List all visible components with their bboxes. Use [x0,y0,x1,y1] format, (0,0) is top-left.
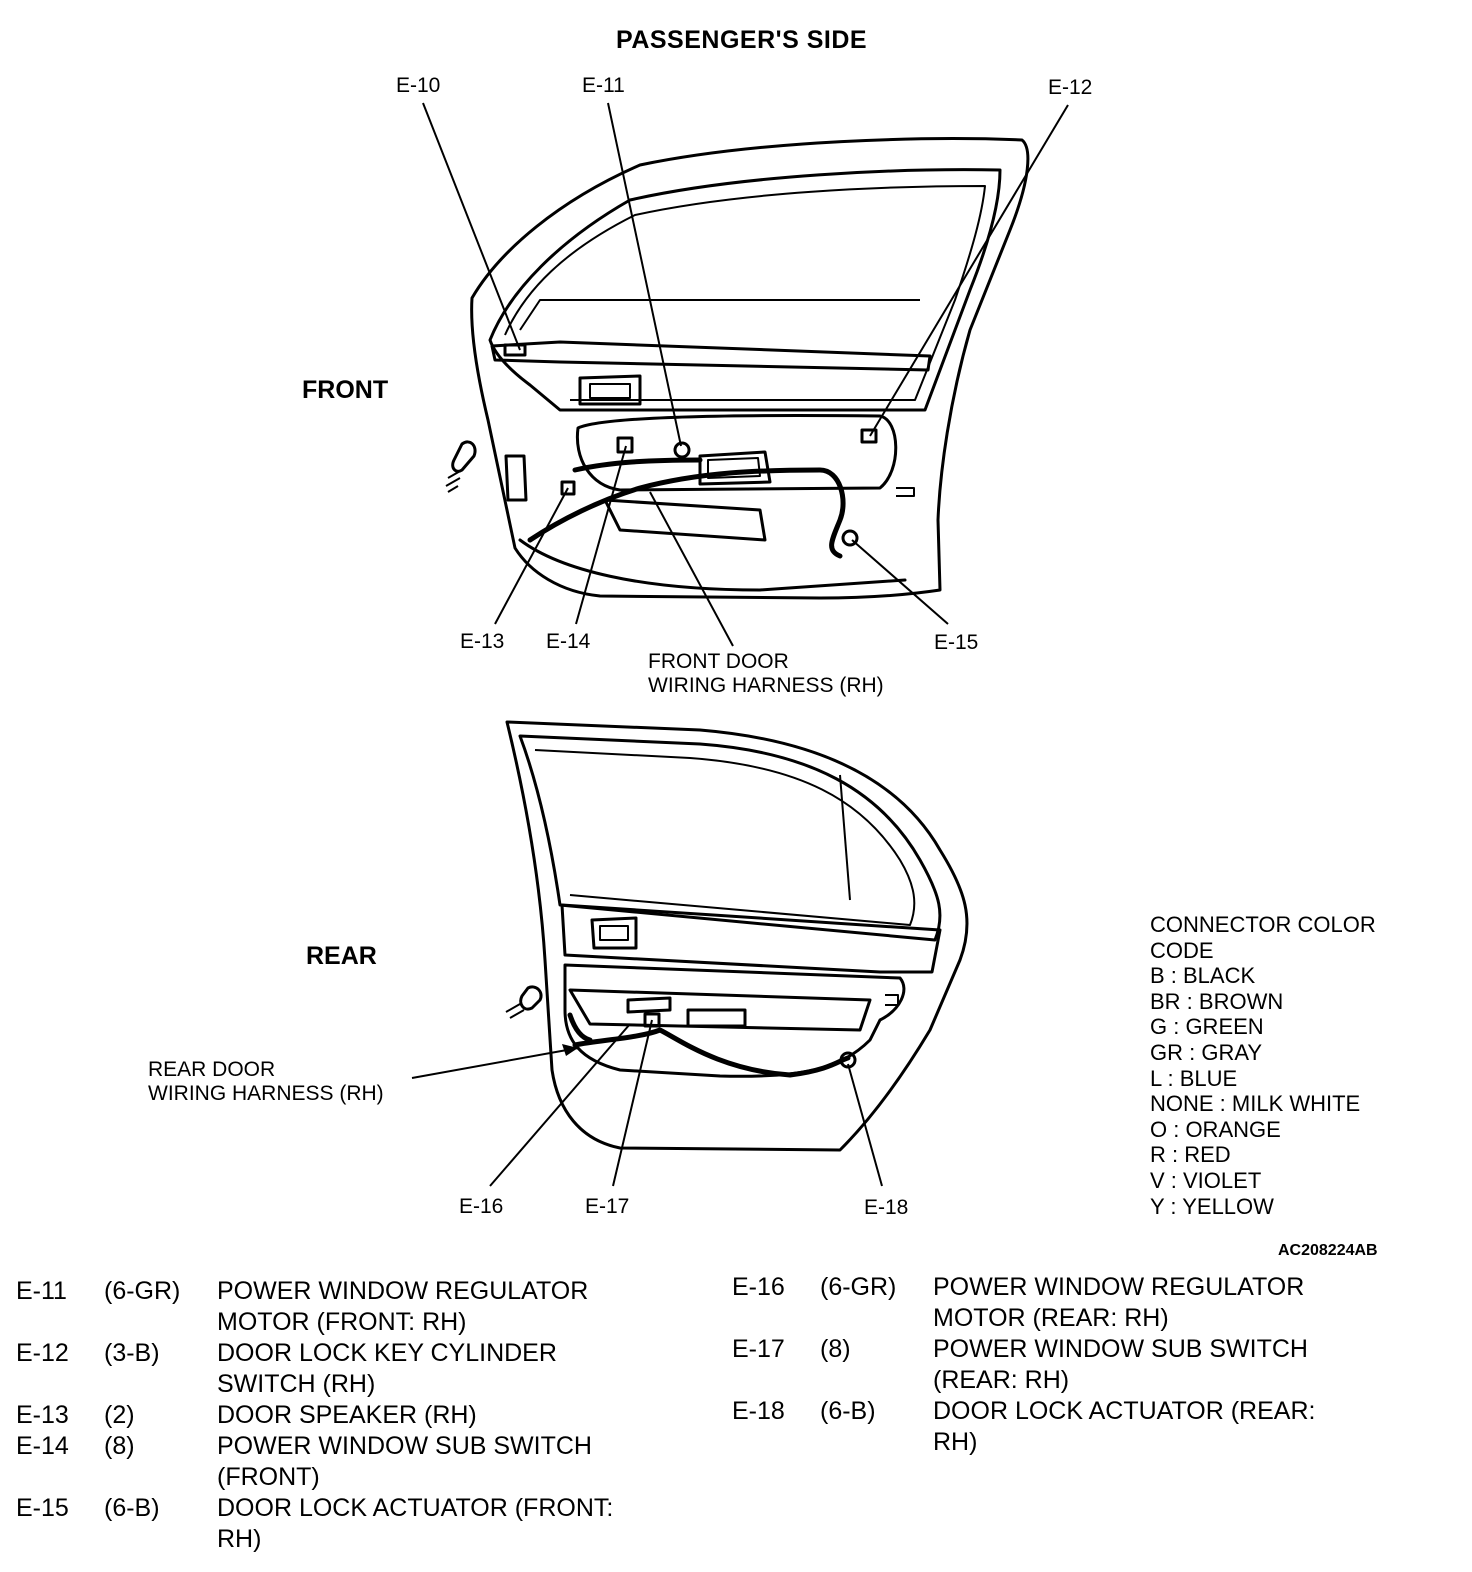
callout-e17: E-17 [585,1195,630,1218]
legend-entry: L : BLUE [1150,1065,1238,1091]
legend-entry: B : BLACK [1150,963,1256,989]
legend-entry: V : VIOLET [1150,1167,1262,1193]
connector-desc: POWER WINDOW REGULATOR MOTOR (REAR: RH) [933,1273,1305,1332]
connector-spec: (6-GR) [820,1273,897,1301]
legend-entry: BR : BROWN [1150,988,1284,1014]
callout-e16: E-16 [459,1195,504,1218]
front-harness-line-2: WIRING HARNESS (RH) [648,674,884,697]
connector-desc: POWER WINDOW SUB SWITCH (REAR: RH) [933,1335,1308,1394]
legend-heading-2: CODE [1150,937,1214,963]
legend-entry: Y : YELLOW [1150,1193,1274,1219]
page-title: PASSENGER'S SIDE [616,26,868,54]
connector-spec: (8) [820,1335,851,1363]
connector-spec: (6-GR) [104,1277,181,1305]
connector-row: E-14 (8) POWER WINDOW SUB SWITCH (FRONT) [16,1431,637,1493]
legend-entry: R : RED [1150,1142,1231,1168]
rear-label: REAR [306,942,377,970]
connector-desc: POWER WINDOW REGULATOR MOTOR (FRONT: RH) [217,1277,589,1336]
connector-spec: (8) [104,1432,135,1460]
connector-row: E-12 (3-B) DOOR LOCK KEY CYLINDER SWITCH… [16,1338,617,1400]
rear-door-drawing [411,720,969,1187]
connector-row: E-13 (2) DOOR SPEAKER (RH) [16,1400,647,1431]
front-harness-line-1: FRONT DOOR [648,650,789,673]
color-code-legend: CONNECTOR COLOR CODE B : BLACK BR : BROW… [1150,912,1376,1219]
legend-entry: O : ORANGE [1150,1116,1281,1142]
rear-harness-line-2: WIRING HARNESS (RH) [148,1082,384,1105]
connector-id: E-16 [732,1273,785,1301]
callout-e10: E-10 [396,74,441,97]
callout-e13: E-13 [460,630,505,653]
connector-desc: DOOR LOCK ACTUATOR (REAR: RH) [933,1397,1316,1456]
connector-id: E-12 [16,1339,69,1367]
callout-e15: E-15 [934,631,979,654]
figure-code: AC208224AB [1278,1242,1378,1259]
connector-row: E-16 (6-GR) POWER WINDOW REGULATOR MOTOR… [732,1272,1343,1334]
connector-id: E-17 [732,1335,785,1363]
front-door-drawing [422,102,1069,647]
connector-id: E-18 [732,1397,785,1425]
connector-desc: DOOR LOCK KEY CYLINDER SWITCH (RH) [217,1339,557,1398]
connector-desc: POWER WINDOW SUB SWITCH (FRONT) [217,1432,592,1491]
connector-id: E-15 [16,1494,69,1522]
legend-heading-1: CONNECTOR COLOR [1150,912,1376,937]
front-harness-label: FRONT DOOR WIRING HARNESS (RH) [648,650,884,698]
legend-entry: NONE : MILK WHITE [1150,1091,1361,1117]
connector-desc: DOOR LOCK ACTUATOR (FRONT: RH) [217,1494,614,1553]
callout-e12: E-12 [1048,76,1093,99]
rear-harness-line-1: REAR DOOR [148,1058,276,1081]
legend-entry: GR : GRAY [1150,1039,1263,1065]
connector-id: E-11 [16,1277,67,1305]
connector-row: E-18 (6-B) DOOR LOCK ACTUATOR (REAR: RH) [732,1396,1353,1458]
connector-id: E-14 [16,1432,69,1460]
callout-e11: E-11 [582,74,625,97]
connector-spec: (3-B) [104,1339,160,1367]
callout-e14: E-14 [546,630,591,653]
callout-e18: E-18 [864,1196,909,1219]
rear-harness-label: REAR DOOR WIRING HARNESS (RH) [148,1058,384,1106]
connector-spec: (2) [104,1401,135,1429]
front-label: FRONT [302,376,389,404]
connector-id: E-13 [16,1401,69,1429]
connector-spec: (6-B) [820,1397,876,1425]
connector-row: E-11 (6-GR) POWER WINDOW REGULATOR MOTOR… [16,1276,637,1338]
connector-row: E-17 (8) POWER WINDOW SUB SWITCH (REAR: … [732,1334,1343,1396]
connector-desc: DOOR SPEAKER (RH) [217,1401,477,1429]
legend-entry: G : GREEN [1150,1014,1264,1040]
connector-row: E-15 (6-B) DOOR LOCK ACTUATOR (FRONT: RH… [16,1493,647,1555]
connector-spec: (6-B) [104,1494,160,1522]
